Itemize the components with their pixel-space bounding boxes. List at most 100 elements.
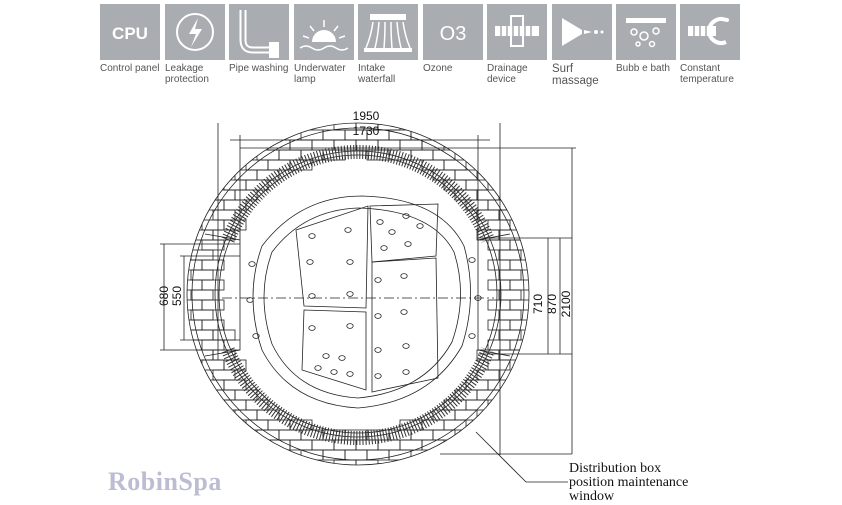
jet [416, 223, 424, 229]
brick [454, 409, 478, 421]
feature-label: Constant temperature [680, 63, 734, 85]
jet [308, 233, 316, 239]
brick [498, 269, 522, 281]
brick [278, 429, 302, 441]
jet [376, 219, 384, 225]
surf-icon [552, 4, 612, 60]
brick [201, 279, 225, 291]
jet [248, 261, 256, 267]
feature-leakage: Leakage protection [165, 4, 225, 85]
brick [465, 179, 489, 191]
jet [308, 325, 316, 331]
brick [190, 269, 214, 281]
maintenance-window-note: Distribution box position maintenance wi… [569, 461, 689, 504]
jet [346, 259, 354, 265]
dim-right-b: 870 [545, 294, 559, 314]
ozone-tile-text: O3 [440, 23, 467, 45]
seat-left-lower [301, 309, 367, 391]
brick [344, 449, 368, 461]
brick [399, 139, 423, 151]
feature-label: Intake waterfall [358, 63, 396, 85]
brick [201, 239, 225, 251]
brick [498, 289, 522, 301]
brick [201, 259, 225, 271]
brick [355, 439, 379, 451]
feature-label: Surf massage [552, 63, 599, 87]
seat-left-upper [295, 205, 369, 309]
brick [267, 139, 291, 151]
brick [223, 359, 247, 371]
right-notch [477, 233, 511, 357]
brick [421, 439, 445, 451]
brick [212, 209, 236, 221]
feature-pipe-washing: Pipe washing [229, 4, 289, 74]
brick [201, 299, 225, 311]
feature-ozone: O3 Ozone [423, 4, 483, 74]
brick [476, 209, 500, 221]
jet [402, 343, 410, 349]
feature-surf-massage: Surf massage [552, 4, 612, 87]
jet [322, 353, 330, 359]
seat-right-upper [369, 203, 439, 263]
brick [190, 249, 214, 261]
jet [402, 369, 410, 375]
leader-line [475, 431, 568, 483]
brick [234, 409, 258, 421]
cpu-icon: CPU [100, 4, 160, 60]
brick [333, 459, 357, 465]
feature-label: Leakage protection [165, 63, 209, 85]
jet [374, 313, 382, 319]
brick [355, 139, 379, 151]
inner-rim [214, 150, 502, 438]
feature-control-panel: CPU Control panel [100, 4, 160, 74]
dim-right-a: 710 [531, 294, 545, 314]
tub-shell [252, 195, 471, 409]
brick [498, 229, 522, 241]
jet [252, 333, 260, 339]
feature-label: Pipe washing [229, 63, 289, 74]
jet [246, 297, 254, 303]
brick [201, 359, 225, 371]
brick [311, 139, 335, 151]
jet [468, 333, 476, 339]
feature-underwater-lamp: Underwater lamp [294, 4, 354, 85]
brick [187, 259, 203, 271]
thermostat-icon [680, 4, 740, 60]
cpu-tile-text: CPU [112, 24, 148, 43]
feature-label: Control panel [100, 63, 160, 74]
brick [190, 289, 214, 301]
brick [322, 129, 346, 141]
feature-label: Drainage device [487, 63, 528, 85]
dim-left-inner: 550 [170, 286, 184, 306]
feature-bubble-bath: Bubb e bath [616, 4, 676, 74]
bottom-grate [221, 347, 495, 446]
brick [476, 189, 500, 201]
brick [190, 329, 214, 341]
feature-label: Underwater lamp [294, 63, 346, 85]
feature-intake-waterfall: Intake waterfall [358, 4, 418, 85]
feature-strip: CPU Control panel Leakage protection Pip… [100, 4, 750, 94]
ozone-icon: O3 [423, 4, 483, 60]
jet [330, 369, 338, 375]
brick [289, 439, 313, 451]
brick [377, 123, 401, 131]
feature-label: Bubb e bath [616, 63, 670, 74]
brick [421, 139, 445, 151]
brick [476, 369, 500, 381]
pipe-icon [229, 4, 289, 60]
jet [306, 259, 314, 265]
jet [400, 309, 408, 315]
jet [346, 323, 354, 329]
brick [201, 339, 225, 351]
brick [498, 309, 522, 321]
brick [212, 369, 236, 381]
waterfall-icon [358, 4, 418, 60]
brick-surround [187, 123, 529, 465]
dim-top-inner: 1730 [353, 124, 380, 138]
brick [487, 219, 511, 231]
jet [374, 373, 382, 379]
brick [201, 199, 225, 211]
brick [201, 319, 225, 331]
feature-label: Ozone [423, 63, 453, 74]
brick [487, 319, 511, 331]
